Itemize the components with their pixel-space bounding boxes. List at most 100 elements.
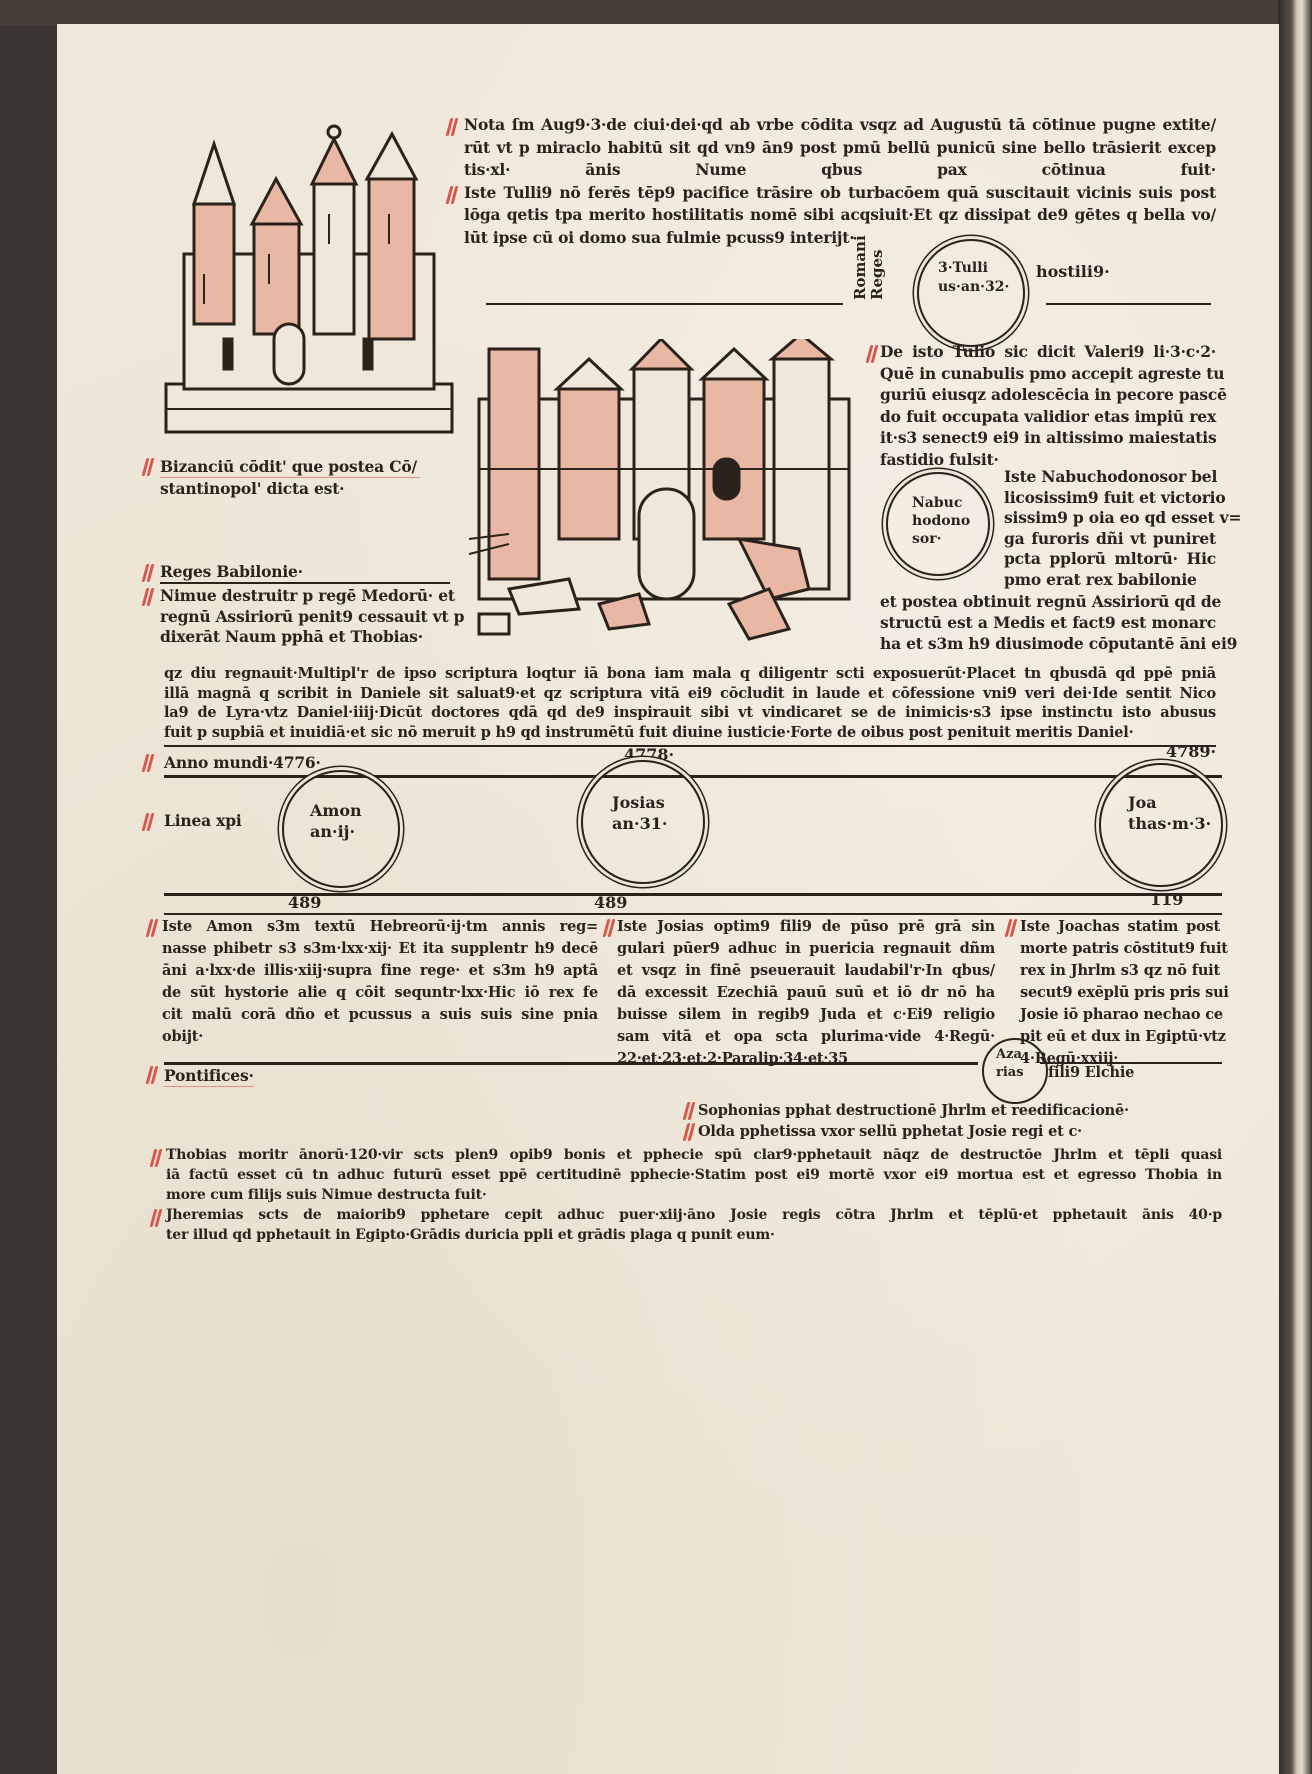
- medallion-line: 3·Tulli: [938, 260, 988, 276]
- year-mark: 4778·: [624, 745, 675, 764]
- text-line: ha et s3m h9 diusimode cōputantē āni ei9: [880, 634, 1238, 653]
- rubric-mark: [146, 1064, 158, 1086]
- pontifices-label: Pontifices·: [164, 1066, 254, 1085]
- text-line: qz diu regnauit·Multipl'r de ipso script…: [164, 665, 1216, 682]
- text-line: fastidio fulsit·: [880, 449, 999, 469]
- rubric-mark: [142, 562, 154, 584]
- medallion-line: us·an·32·: [938, 279, 1010, 295]
- text-line: morte patris cōstitut9 fuit: [1020, 940, 1228, 957]
- rubric-underline: [164, 1086, 254, 1087]
- romani-label: Romani: [851, 235, 869, 300]
- text-line: Thobias moritr ānorū·120·vir scts plen9 …: [166, 1147, 1222, 1163]
- rubric-mark: [603, 917, 615, 939]
- text-line: fuit p supbiā et inuidiā·et sic nō merui…: [164, 723, 1134, 741]
- text-line: et vsqz in finē pseuerauit laudabil'r·In…: [617, 962, 995, 979]
- rubric-mark: [142, 811, 154, 833]
- text-line: dā excessit Ezechiā pauū suū et iō dr nō…: [617, 984, 995, 1001]
- king-years: thas·m·3·: [1128, 814, 1212, 833]
- text-line: regnū Assiriorū penit9 cessauit vt p: [160, 606, 465, 626]
- byzantium-woodcut: [164, 124, 454, 434]
- azarias-medallion-text: Aza rias: [996, 1046, 1024, 1082]
- linea-christi-label: Linea xpi: [164, 811, 242, 830]
- text-line: sissim9 p oia eo qd esset v=: [1004, 508, 1242, 527]
- text-line: do fuit occupata validior etas impiū rex: [880, 406, 1216, 426]
- divider-rule: [1046, 303, 1211, 305]
- rubric-mark: [683, 1121, 695, 1143]
- text-line: rex in Jhrlm s3 qz nō fuit: [1020, 962, 1220, 979]
- text-line: la9 de Lyra·vtz Daniel·iiij·Dicūt doctor…: [164, 704, 1216, 721]
- king-name: Josias: [612, 793, 665, 812]
- rubric-mark: [683, 1100, 695, 1122]
- text-line: stantinopol' dicta est·: [160, 479, 345, 498]
- text-line: lōga qetis tpa merito hostilitatis nomē …: [464, 205, 1216, 224]
- nabuchodonosor-medallion: [886, 472, 990, 576]
- text-line: sam vitā et opa scta plurima·vide 4·Regū…: [617, 1028, 995, 1045]
- text-line: obijt·: [162, 1028, 204, 1045]
- nabuchodonosor-note-continued: et postea obtinuit regnū Assiriorū qd de…: [880, 591, 1238, 654]
- tullius-note: De isto Tulio sic dicit Valeri9 li·3·c·2…: [880, 341, 1227, 470]
- rubric-mark: [866, 343, 878, 365]
- text-line: rūt vt p miraclo habitū sit qd vn9 ān9 p…: [464, 137, 1216, 157]
- text-line: Olda pphetissa vxor sellū pphetat Josie …: [698, 1123, 1082, 1140]
- king-medallion-joathas: [1099, 763, 1223, 887]
- text-line: dixerāt Naum pphā et Thobias·: [160, 627, 423, 646]
- text-line: Sophonias pphat destructionē Jhrlm et re…: [698, 1102, 1129, 1119]
- text-line: hodono: [912, 513, 971, 529]
- text-line: tis·xl· ānis Nume qbus pax cōtinua fuit·: [464, 160, 1216, 179]
- king-years: an·ij·: [310, 822, 356, 841]
- king-medallion-josias-text: Josias an·31·: [612, 792, 667, 834]
- text-line: sor·: [912, 531, 942, 547]
- text-line: gulari pūer9 adhuc in puericia regnauit …: [617, 940, 995, 957]
- text-line: De isto Tulio sic dicit Valeri9 li·3·c·2…: [880, 342, 1216, 361]
- text-line: secut9 exēplū pris pris sui: [1020, 984, 1229, 1001]
- king-medallion-josias: [581, 760, 705, 884]
- anno-mundi-label: Anno mundi·4776·: [164, 753, 321, 772]
- text-line: Iste Nabuchodonosor bel: [1004, 467, 1218, 486]
- reign-number: 119: [1150, 890, 1184, 909]
- book-binding-edge: [1278, 0, 1312, 1774]
- year-mark: 4789·: [1166, 742, 1217, 761]
- text-line: Josie iō pharao nechao ce: [1020, 1006, 1223, 1023]
- text-line: 22·et·23·et·2·Paralip·34·et·35: [617, 1050, 849, 1067]
- scan-background-top: [0, 0, 1312, 26]
- rome-wars-note: Nota ſm Aug9·3·de ciui·dei·qd ab vrbe cō…: [464, 114, 1216, 249]
- text-line: Iste Tulli9 nō ferēs tēp9 pacifice trāsi…: [464, 182, 1216, 202]
- king-name: Amon: [310, 801, 362, 820]
- divider-rule: [164, 745, 1216, 747]
- text-line: Iste Josias optim9 fili9 de pūso prē grā…: [617, 918, 995, 935]
- text-line: ga furoris dñi vt puniret: [1004, 528, 1216, 548]
- reges-label: Reges: [868, 249, 886, 301]
- timeline-bottom-rule: [164, 893, 1222, 896]
- rubric-mark: [446, 184, 458, 206]
- text-line: Nabuc: [912, 495, 963, 511]
- text-line: et postea obtinuit regnū Assiriorū qd de: [880, 592, 1222, 611]
- prophets-note: Sophonias pphat destructionē Jhrlm et re…: [698, 1100, 1129, 1142]
- timeline-top-rule: [164, 775, 1222, 778]
- nabuchodonosor-paragraph: qz diu regnauit·Multipl'r de ipso script…: [164, 664, 1216, 742]
- text-line: it·s3 senect9 ei9 in altissimo maiestati…: [880, 428, 1217, 447]
- king-medallion-amon-text: Amon an·ij·: [310, 800, 362, 842]
- text-line: pmo erat rex babilonie: [1004, 569, 1197, 589]
- byzantium-caption: Bizanciū cōdit' que postea Cō/stantinopo…: [160, 456, 417, 500]
- text-line: iā factū esset cū tn adhuc futurū esset …: [166, 1167, 1222, 1183]
- rubric-mark: [142, 586, 154, 608]
- text-line: nasse phibetr s3 s3m·lxx·xij· Et ita sup…: [162, 940, 598, 957]
- divider-rule: [164, 1062, 978, 1065]
- text-line: ter illud qd pphetauit in Egipto·Grādis …: [166, 1227, 775, 1243]
- tullius-medallion-text: 3·Tulli us·an·32·: [938, 259, 1009, 297]
- king-medallion-joathas-text: Joa thas·m·3·: [1128, 792, 1211, 834]
- text-line: de sūt hystorie alie q cōit sequntr·lxx·…: [162, 984, 598, 1001]
- filius-elchie: fili9 Elchie: [1048, 1064, 1135, 1081]
- divider-rule: [486, 303, 843, 305]
- rubric-underline: [160, 477, 420, 478]
- azarias-line: Aza: [996, 1047, 1022, 1062]
- nineveh-woodcut: [469, 339, 851, 641]
- rubric-mark: [146, 917, 158, 939]
- text-line: structū est a Medis et fact9 est monarc: [880, 613, 1216, 632]
- rubric-mark: [142, 752, 154, 774]
- text-line: Nota ſm Aug9·3·de ciui·dei·qd ab vrbe cō…: [464, 115, 1216, 134]
- text-line: Iste Amon s3m textū Hebreorū·ij·tm annis…: [162, 918, 598, 935]
- reges-babilonie-title: Reges Babilonie·: [160, 562, 303, 581]
